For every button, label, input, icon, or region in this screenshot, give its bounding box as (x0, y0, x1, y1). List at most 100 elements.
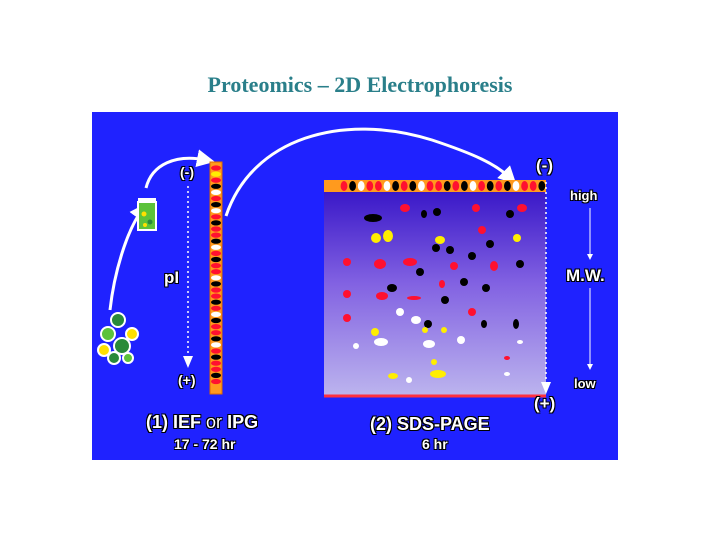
gel-spot (517, 204, 527, 212)
gel-spot (513, 234, 521, 242)
gel-spot (383, 230, 393, 242)
gel-top-band (435, 181, 442, 191)
strip-band (211, 330, 221, 336)
strip-band (211, 195, 221, 202)
gel-spot (482, 284, 490, 292)
strip-band (211, 293, 221, 299)
strip-band (211, 263, 221, 269)
ief-pi-label: pI (164, 268, 180, 287)
gel-spot (506, 210, 514, 218)
strip-band (211, 336, 221, 342)
gel-spot (364, 214, 382, 222)
strip-band (211, 311, 221, 317)
mw-high-label: high (570, 188, 598, 203)
gel-spot (416, 268, 424, 276)
gel-top-band (452, 181, 460, 191)
mw-axis-lower-arrowhead (587, 364, 593, 370)
gel-spot (396, 308, 404, 316)
strip-band (211, 324, 221, 330)
gel-spot (433, 208, 441, 216)
strip-band (211, 165, 221, 171)
strip-band (211, 287, 221, 293)
step1-time: 17 - 72 hr (174, 436, 236, 452)
protein-sample-icon (97, 312, 139, 365)
gel-top-band (512, 181, 520, 191)
arrow-strip-to-gel (224, 127, 517, 217)
gel-spot (513, 319, 519, 329)
gel-spot (468, 252, 476, 260)
gel-spot (441, 296, 449, 304)
gel-spot (421, 210, 427, 218)
gel-top-band (392, 181, 399, 191)
strip-band (211, 256, 221, 263)
gel-spot (387, 284, 397, 292)
gel-spot (439, 280, 445, 288)
gel-spot (478, 226, 486, 234)
gel-spot (446, 246, 454, 254)
strip-band (211, 183, 221, 189)
gel-top-band (340, 181, 348, 191)
gel-spot (481, 320, 487, 328)
strip-band (211, 360, 221, 366)
ief-minus-label: (-) (180, 164, 194, 180)
gel-spot (517, 340, 523, 344)
strip-band (211, 214, 221, 220)
strip-band (211, 342, 221, 348)
slide-title: Proteomics – 2D Electrophoresis (207, 72, 513, 97)
strip-band (211, 244, 221, 250)
step2-time: 6 hr (422, 436, 448, 452)
gel-top-band (469, 181, 477, 191)
gel-spot (371, 233, 381, 243)
mw-low-label: low (574, 376, 596, 391)
sds-plus-label: (+) (534, 394, 556, 413)
ief-strip (209, 161, 223, 395)
gel-spot (457, 336, 465, 344)
strip-band (211, 202, 221, 208)
gel-spot (343, 290, 351, 298)
strip-band (211, 238, 221, 244)
strip-band (211, 232, 221, 238)
gel-top-band (383, 181, 391, 191)
gel-top-band-row (340, 181, 546, 191)
electrophoresis-artwork (97, 127, 593, 398)
step1-label: (1) IEF or IPG (146, 412, 258, 433)
gel-top-band (495, 181, 503, 191)
gel-spot (450, 262, 458, 270)
strip-band (211, 348, 221, 354)
strip-band (211, 354, 221, 360)
gel-spot (435, 236, 445, 244)
sample-tube-icon (137, 198, 157, 231)
gel-spots (343, 204, 527, 383)
gel-top-band (478, 181, 485, 191)
gel-spot (460, 278, 468, 286)
gel-spot (400, 204, 410, 212)
strip-band (211, 275, 221, 281)
gel-spot (490, 261, 498, 271)
sds-axis-arrowhead (541, 382, 551, 394)
gel-spot (371, 328, 379, 336)
gel-spot (422, 327, 428, 333)
gel-top-band (409, 181, 417, 191)
strip-band (211, 372, 221, 378)
strip-band (211, 226, 221, 232)
gel-top-band (521, 181, 528, 191)
gel-spot (430, 370, 446, 378)
gel-spot (441, 327, 447, 333)
gel-top-band (366, 181, 374, 191)
strip-band (211, 366, 221, 372)
strip-band (211, 269, 221, 275)
gel-top-band (375, 181, 382, 191)
gel-spot (468, 308, 476, 316)
gel-spot (504, 372, 510, 376)
gel-spot (423, 340, 435, 348)
gel-spot (432, 244, 440, 252)
gel-spot (343, 258, 351, 266)
gel-top-band (349, 181, 356, 191)
strip-band (211, 171, 221, 177)
gel-spot (472, 204, 480, 212)
gel-spot (353, 343, 359, 349)
gel-spot (504, 356, 510, 360)
gel-top-band (418, 181, 425, 191)
strip-band (211, 317, 221, 324)
strip-band (211, 250, 221, 256)
